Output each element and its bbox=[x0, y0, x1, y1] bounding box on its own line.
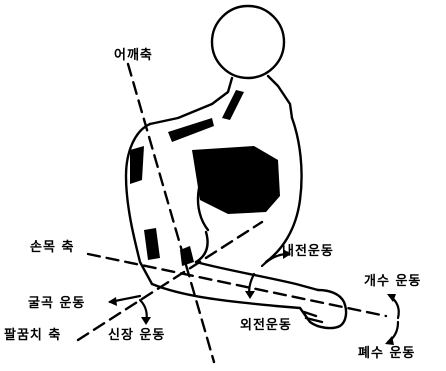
flexion-arrowhead bbox=[108, 297, 117, 306]
supination-arrowhead bbox=[245, 291, 255, 299]
extension-label: 신장 운동 bbox=[108, 324, 165, 343]
flexion-label: 굴곡 운동 bbox=[28, 292, 85, 311]
wrist-axis-line bbox=[88, 254, 386, 316]
head-outline bbox=[212, 6, 284, 78]
shading bbox=[130, 90, 280, 266]
opening-label: 개수 운동 bbox=[364, 270, 421, 289]
neck-back-outline bbox=[268, 76, 292, 118]
elbow-axis-line bbox=[78, 222, 262, 340]
elbow-axis-label: 팔꿈치 축 bbox=[4, 324, 61, 343]
neck-outline bbox=[150, 78, 232, 124]
finger-outline bbox=[304, 312, 322, 322]
shoulder-axis-label: 어깨축 bbox=[114, 44, 153, 63]
wrist-axis-label: 손목 축 bbox=[30, 236, 74, 255]
closing-label: 폐수 운동 bbox=[358, 342, 415, 361]
pronation-label: 내전운동 bbox=[282, 240, 334, 259]
forearm-top-outline bbox=[196, 262, 318, 290]
supination-label: 외전운동 bbox=[240, 314, 292, 333]
forearm-bottom-outline bbox=[152, 284, 300, 308]
